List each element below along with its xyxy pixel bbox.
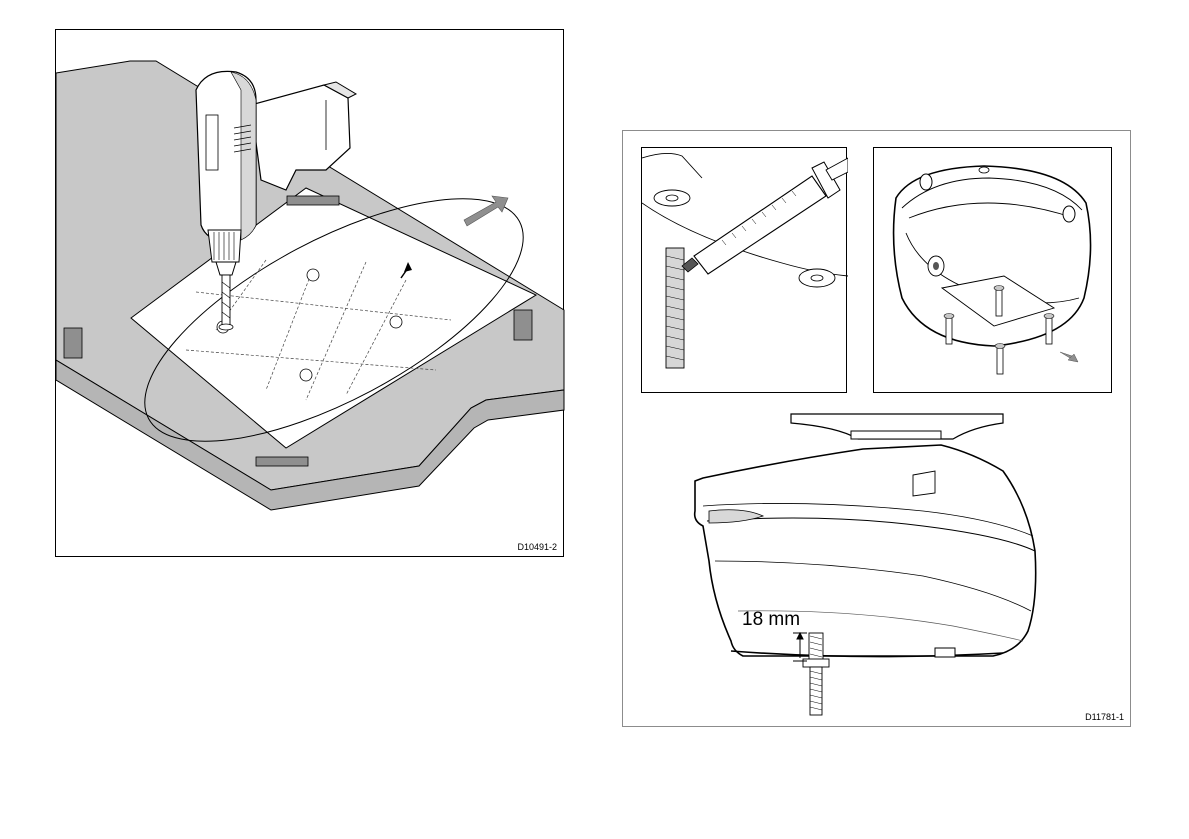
unit-underside-inset bbox=[873, 147, 1112, 393]
tape-strip-left bbox=[64, 328, 82, 358]
dimension-label: 18 mm bbox=[742, 609, 800, 631]
drill-template-figure: D10491-2 bbox=[55, 29, 564, 557]
figure-code: D10491-2 bbox=[517, 542, 557, 552]
drill-template-illustration bbox=[56, 30, 565, 558]
transducer-unit-icon bbox=[874, 148, 1113, 394]
figure-code: D11781-1 bbox=[1085, 712, 1124, 722]
sealant-inset bbox=[641, 147, 847, 393]
tape-strip-top bbox=[287, 196, 339, 205]
tape-strip-bottom bbox=[256, 457, 308, 466]
direction-arrow bbox=[1060, 352, 1078, 362]
sealant-syringe-icon bbox=[642, 148, 848, 394]
tape-strip-right bbox=[514, 310, 532, 340]
